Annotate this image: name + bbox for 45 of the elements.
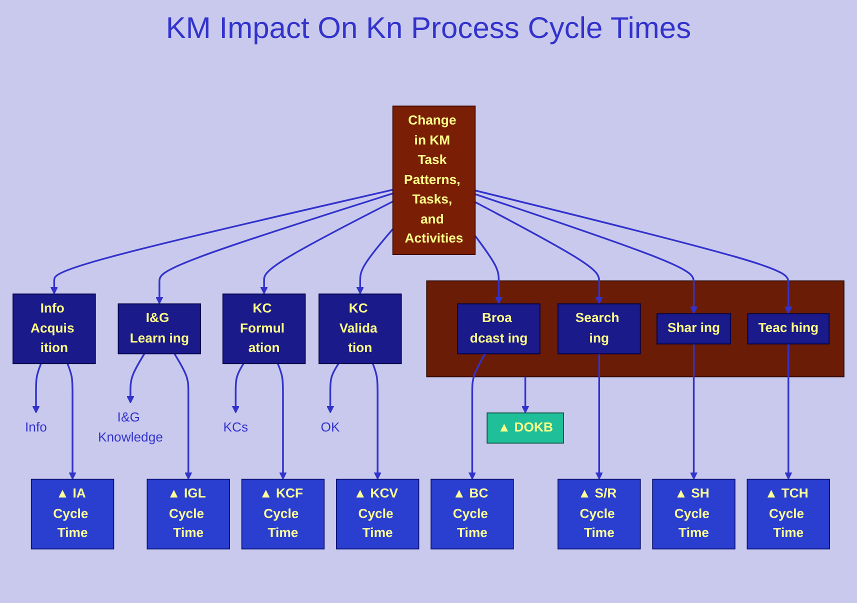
node-box: ▲ KCV Cycle Time [336,478,420,550]
node-box: KC Valida tion [318,294,402,364]
node-box: ▲ IA Cycle Time [30,478,114,550]
node-text: KCs [223,420,248,435]
arrow [66,363,76,480]
node-box: ▲ IGL Cycle Time [146,478,230,550]
node-box: ▲ SH Cycle Time [652,478,736,550]
node-text: I&G Knowledge [98,410,163,445]
node-box: ▲ TCH Cycle Time [746,478,830,550]
arrow [50,188,394,294]
node-box: ▲ BC Cycle Time [430,478,514,550]
arrow [372,363,382,480]
node-box: ▲ KCF Cycle Time [241,478,325,550]
arrow [474,235,503,304]
node-box: Change in KM Task Patterns, Tasks, and Activities [392,106,476,255]
arrow [356,228,394,294]
node-box: ▲ S/R Cycle Time [558,478,641,550]
node-box: I&G Learn ing [118,303,202,354]
node-box: Info Acquis ition [12,294,96,364]
arrow [32,363,42,414]
arrow [690,344,698,480]
node-box: Broa dcast ing [457,303,540,354]
arrow [784,344,792,480]
arrow [595,354,604,480]
arrow [260,200,394,294]
arrow [174,353,192,480]
arrow [126,353,146,404]
cluster [426,280,844,378]
arrow [277,363,287,480]
node-text: OK [320,420,340,435]
arrow [156,192,394,304]
node-box: Search ing [558,303,641,354]
node-box: KC Formul ation [222,294,306,364]
arrow [468,353,486,480]
arrow [521,376,530,414]
node-text: Info [25,420,47,435]
node-box: Teac hing [747,313,830,344]
node-box: ▲ DOKB [486,412,564,444]
arrow [474,190,792,314]
diagram-title: KM Impact On Kn Process Cycle Times [166,12,692,46]
arrow [474,193,698,314]
node-box: Shar ing [656,313,732,344]
arrow [474,201,604,304]
arrow [326,363,340,414]
arrow [232,363,244,414]
